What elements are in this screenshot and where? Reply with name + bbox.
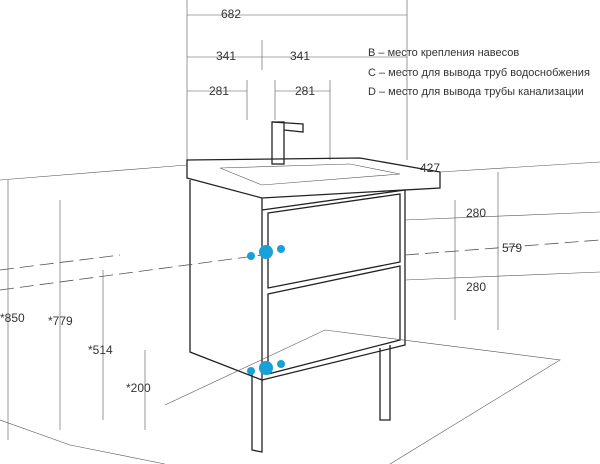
sink — [186, 157, 441, 210]
dim-200: *200 — [126, 381, 151, 395]
legend-item-b: B – место крепления навесов — [368, 47, 520, 59]
height-dimension-lines — [7, 172, 499, 440]
dim-779: *779 — [48, 314, 73, 328]
width-dimension-lines — [186, 0, 408, 160]
dim-514: *514 — [88, 343, 113, 357]
dim-341-right: 341 — [290, 49, 310, 63]
dim-281-right: 281 — [295, 84, 315, 98]
dim-850: *850 — [0, 311, 25, 325]
cabinet — [189, 180, 406, 453]
legend-item-d: D – место для вывода трубы канализации — [368, 86, 584, 98]
dim-427: 427 — [420, 161, 440, 175]
connection-markers — [247, 245, 285, 375]
legend: B – место крепления навесов C – место дл… — [368, 44, 590, 103]
dim-682: 682 — [221, 7, 241, 21]
dim-281-left: 281 — [209, 84, 229, 98]
wall-floor-guides — [0, 161, 600, 464]
legend-item-c: C – место для вывода труб водоснобжения — [368, 66, 590, 79]
dim-579: 579 — [502, 241, 522, 255]
dim-280-top: 280 — [466, 206, 486, 220]
dim-341-left: 341 — [216, 49, 236, 63]
faucet — [271, 121, 304, 165]
dim-280-bottom: 280 — [466, 280, 486, 294]
